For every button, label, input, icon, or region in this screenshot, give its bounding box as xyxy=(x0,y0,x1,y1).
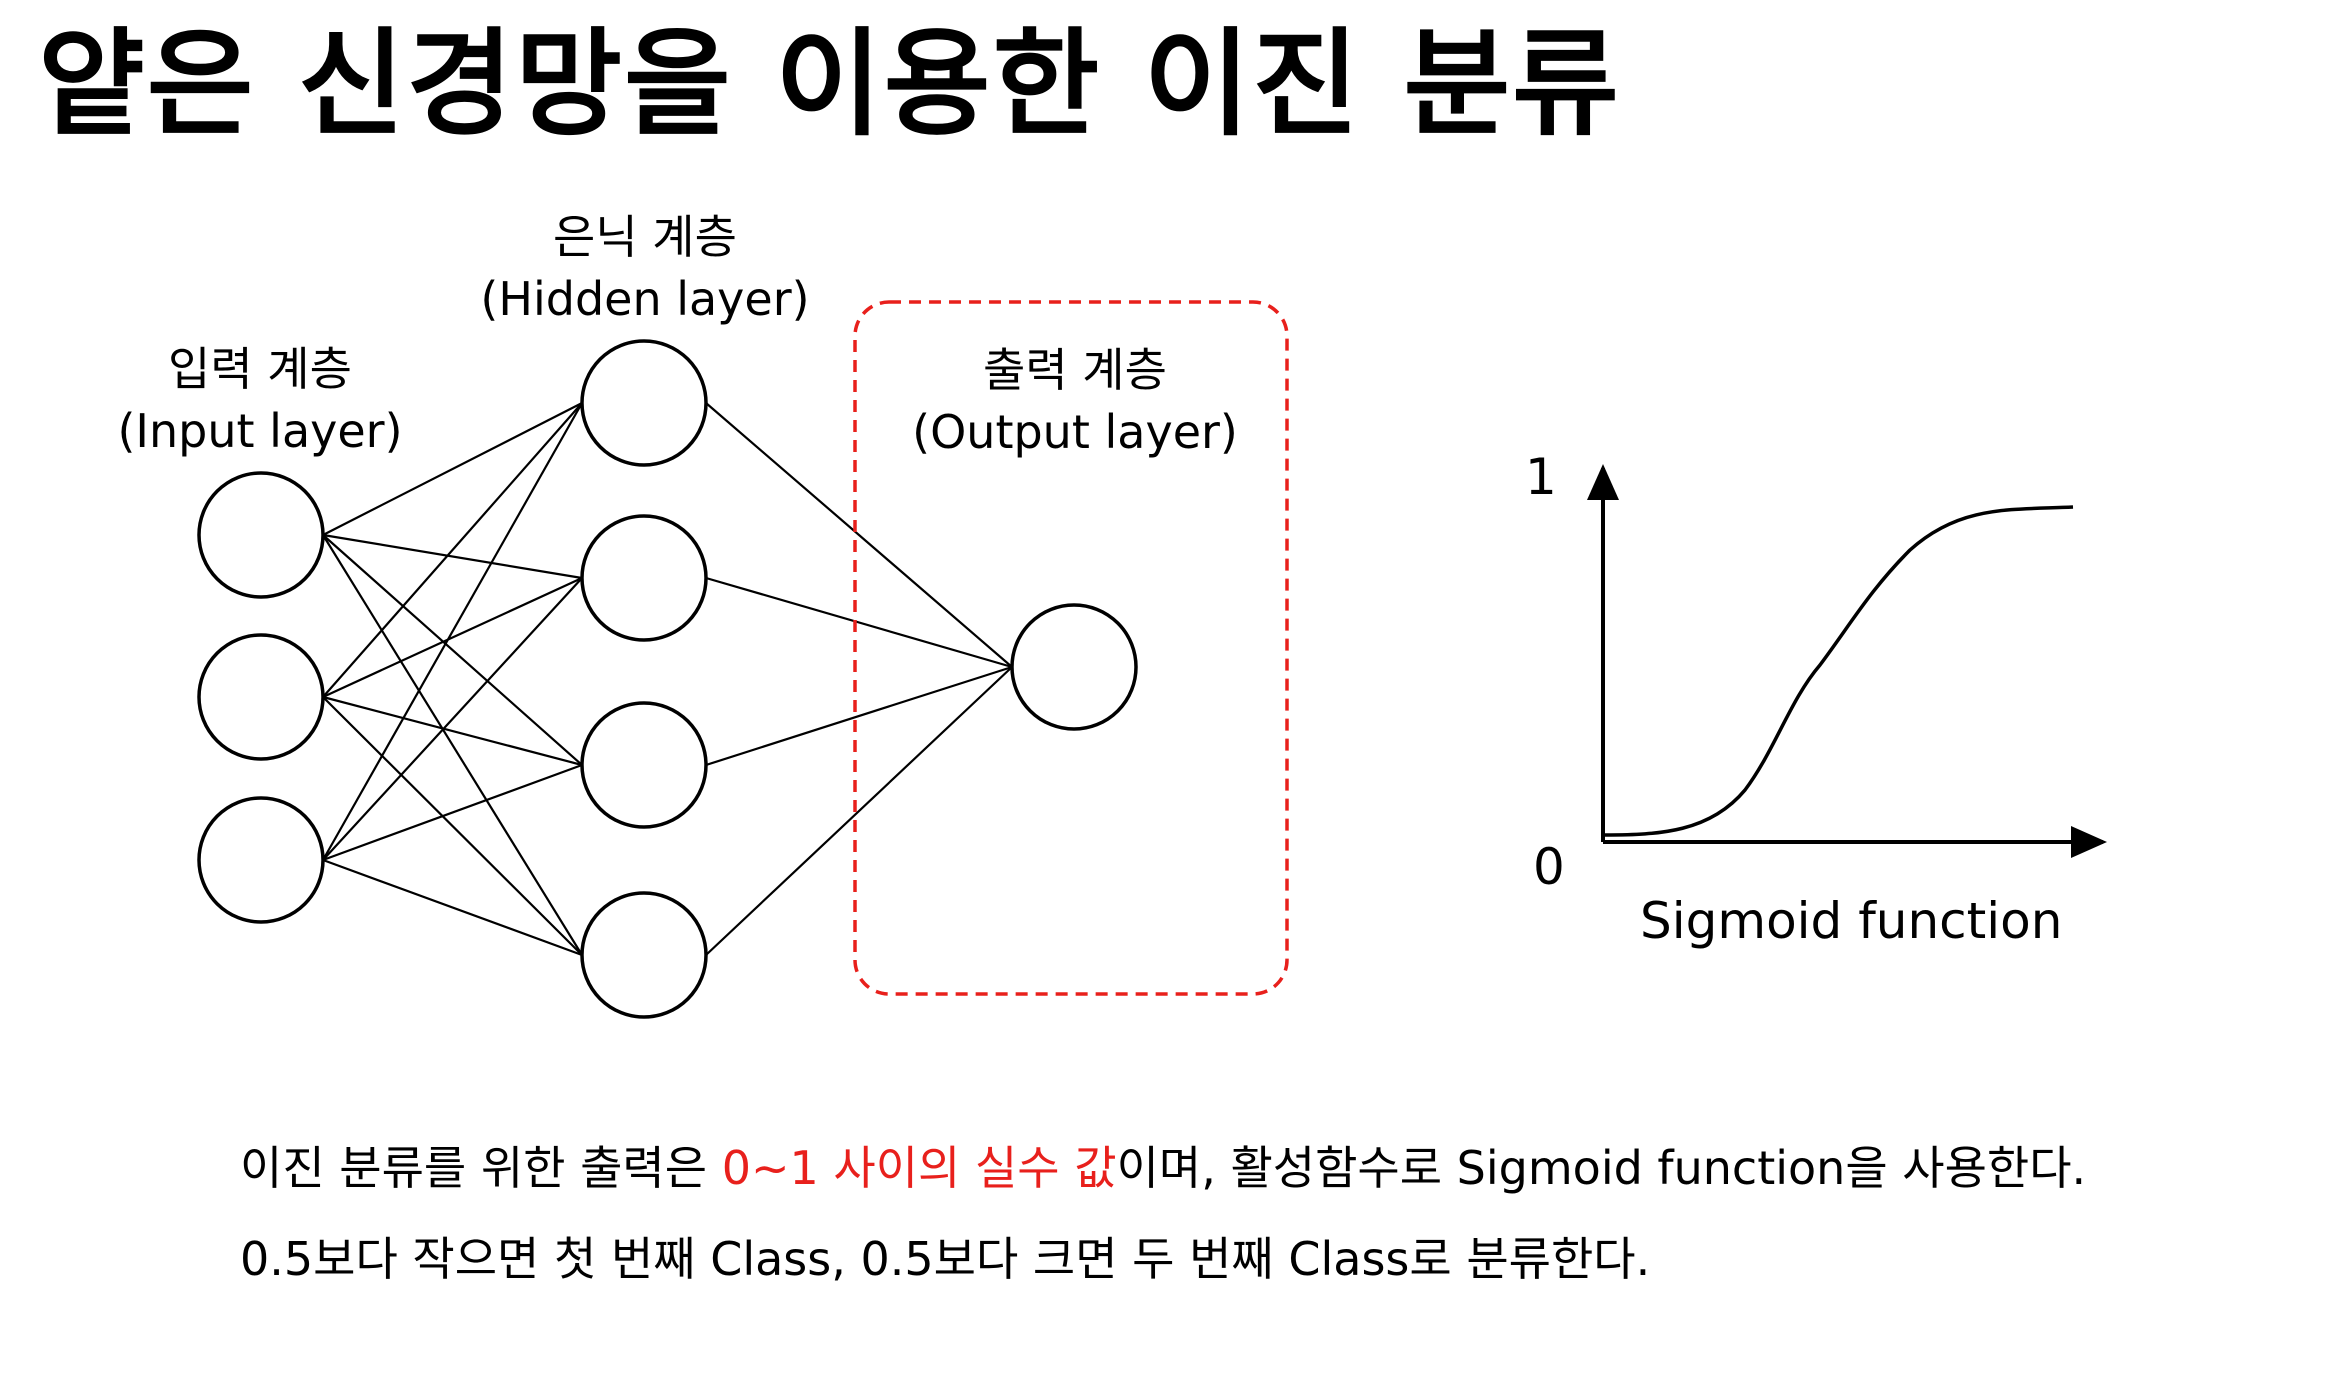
description-line-1-end: 이며, 활성함수로 Sigmoid function을 사용한다. xyxy=(1116,1141,2087,1195)
connection-hidden-1-output-1 xyxy=(705,402,1013,668)
connection-input-1-hidden-2 xyxy=(322,533,583,580)
output-layer-name-ko: 출력 계층 xyxy=(983,343,1167,397)
output-neuron-1 xyxy=(1010,603,1138,731)
sigmoid-plot xyxy=(1587,464,2107,858)
connection-input-1-hidden-1 xyxy=(322,402,583,536)
output-layer-highlight-box xyxy=(853,300,1289,996)
connection-input-1-hidden-4 xyxy=(322,534,583,956)
description-highlight: 0~1 사이의 실수 값 xyxy=(721,1141,1117,1195)
sigmoid-y-max-label: 1 xyxy=(1525,448,1557,506)
hidden-layer-name-en: (Hidden layer) xyxy=(480,272,810,326)
hidden-neuron-4 xyxy=(580,891,708,1019)
input-layer-name-en: (Input layer) xyxy=(117,404,403,458)
input-neuron-2 xyxy=(197,633,325,761)
input-neuron-3 xyxy=(197,796,325,924)
hidden-layer-name-ko: 은닉 계층 xyxy=(553,210,737,264)
neuron-nodes xyxy=(197,339,1138,1019)
sigmoid-caption: Sigmoid function xyxy=(1640,892,2063,950)
connection-hidden-2-output-1 xyxy=(705,576,1013,669)
description-line-2: 0.5보다 작으면 첫 번째 Class, 0.5보다 크면 두 번째 Clas… xyxy=(240,1232,1651,1286)
output-layer-name-en: (Output layer) xyxy=(912,405,1238,459)
connection-input-2-hidden-1 xyxy=(322,402,583,698)
page-title: 얕은 신경망을 이용한 이진 분류 xyxy=(38,17,1621,152)
output-layer-label: 출력 계층 (Output layer) xyxy=(905,339,1245,463)
connection-input-3-hidden-4 xyxy=(322,858,583,957)
input-neuron-1 xyxy=(197,471,325,599)
hidden-neuron-2 xyxy=(580,514,708,642)
connection-lines xyxy=(322,402,1013,957)
connection-input-3-hidden-2 xyxy=(322,577,583,861)
connection-input-1-hidden-3 xyxy=(322,534,583,766)
connection-input-3-hidden-3 xyxy=(322,763,583,862)
connection-input-2-hidden-4 xyxy=(322,696,583,956)
connection-hidden-4-output-1 xyxy=(705,666,1013,956)
description-line-1-start: 이진 분류를 위한 출력은 xyxy=(240,1141,722,1195)
connection-input-2-hidden-2 xyxy=(322,577,583,698)
connection-input-2-hidden-3 xyxy=(322,695,583,767)
connection-hidden-3-output-1 xyxy=(705,665,1013,767)
sigmoid-curve xyxy=(1604,505,2074,837)
hidden-neuron-3 xyxy=(580,701,708,829)
hidden-neuron-1 xyxy=(580,339,708,467)
description-line-1: 이진 분류를 위한 출력은 0~1 사이의 실수 값이며, 활성함수로 Sigm… xyxy=(240,1141,2086,1196)
input-layer-name-ko: 입력 계층 xyxy=(168,342,352,396)
hidden-layer-label: 은닉 계층 (Hidden layer) xyxy=(470,206,820,330)
input-layer-label: 입력 계층 (Input layer) xyxy=(110,338,410,462)
sigmoid-y-min-label: 0 xyxy=(1533,838,1565,896)
connection-input-3-hidden-1 xyxy=(322,402,583,861)
